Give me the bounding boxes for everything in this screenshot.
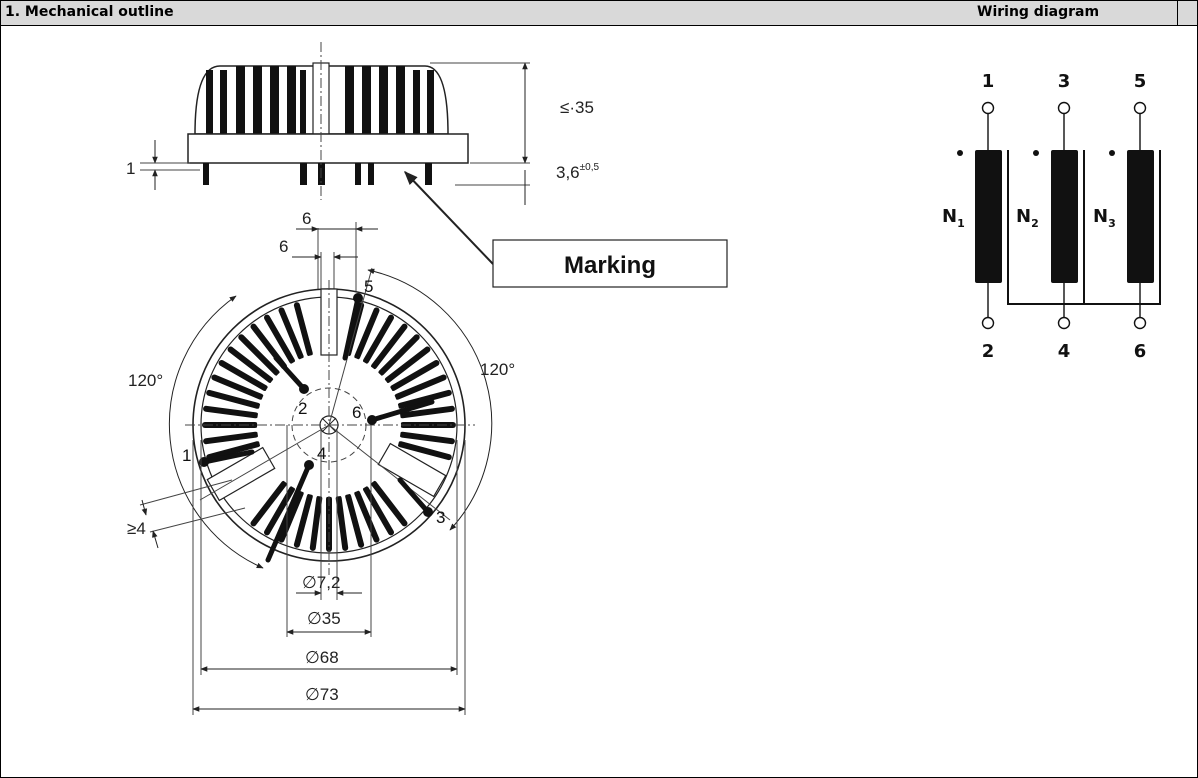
pin-label-4: 4: [317, 444, 326, 463]
pins: [203, 163, 432, 185]
pin-label-3: 3: [436, 508, 445, 527]
winding-turn: [293, 493, 313, 548]
winding-fins: [206, 66, 434, 134]
marking-leader: [404, 170, 494, 265]
wiring-pin-2: 2: [982, 341, 995, 362]
winding-turn: [293, 302, 313, 357]
winding-turn: [278, 490, 304, 543]
angle-left-dimension: 120°: [128, 371, 163, 390]
wiring-diagram: [981, 101, 1161, 330]
outer-diameter-dimension: ∅68: [305, 648, 339, 667]
winding-turn: [309, 495, 323, 551]
wiring-pin-4: 4: [1058, 341, 1071, 362]
top-view: [139, 222, 493, 715]
base-thickness-dimension: 1: [126, 159, 135, 178]
winding-label-n3: N3: [1093, 206, 1116, 230]
marking-box: [492, 239, 728, 288]
pin-length-dimension: 3,6±0,5: [556, 162, 599, 182]
header-divider: [1177, 1, 1178, 25]
pin-label-5: 5: [364, 277, 373, 296]
core-diameter-dimension: ∅7,2: [302, 573, 340, 592]
slot-offset-dimension: 6: [279, 237, 288, 256]
wiring-pin-5: 5: [1134, 71, 1147, 92]
wiring-diagram-title: Wiring diagram: [977, 4, 1100, 20]
pin-label-2: 2: [298, 399, 307, 418]
section-header: 1. Mechanical outline Wiring diagram: [1, 1, 1197, 26]
angle-right-dimension: 120°: [480, 360, 515, 379]
wiring-pin-6: 6: [1134, 341, 1147, 362]
winding-turn: [345, 493, 365, 548]
winding-turn: [264, 486, 295, 536]
winding-turn: [354, 490, 380, 543]
marking-label: Marking: [564, 252, 656, 279]
mechanical-outline-title: 1. Mechanical outline: [5, 4, 174, 20]
winding-turn: [264, 314, 295, 364]
winding-turn: [335, 495, 349, 551]
height-dimension: ≤·35: [560, 98, 594, 117]
winding-cores: [957, 150, 1154, 283]
total-diameter-dimension: ∅73: [305, 685, 339, 704]
pin-label-6: 6: [352, 403, 361, 422]
winding-turn: [278, 307, 304, 360]
base-plate: [187, 133, 469, 164]
side-view: [140, 42, 530, 205]
wiring-pin-1: 1: [982, 71, 995, 92]
winding-label-n1: N1: [942, 206, 965, 230]
clearance-dimension: ≥4: [127, 519, 146, 538]
inner-diameter-dimension: ∅35: [307, 609, 341, 628]
slot-width-dimension: 6: [302, 209, 311, 228]
pin-label-1: 1: [182, 446, 191, 465]
winding-label-n2: N2: [1016, 206, 1039, 230]
wiring-pin-3: 3: [1058, 71, 1071, 92]
